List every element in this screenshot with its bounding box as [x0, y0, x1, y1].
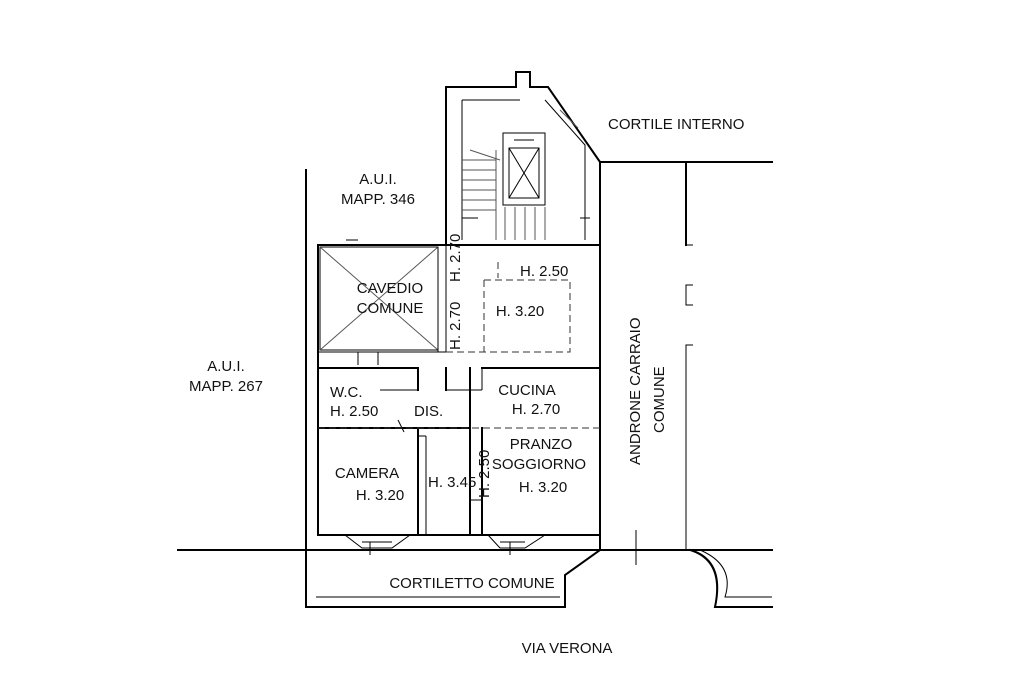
label-cavedio-name: CAVEDIO	[357, 280, 423, 297]
label-aui-267-title: A.U.I.	[207, 358, 245, 375]
label-cortiletto-comune: CORTILETTO COMUNE	[389, 575, 554, 592]
label-pranzo-height: H. 3.20	[519, 479, 567, 496]
street-edge	[177, 548, 773, 608]
label-corridor-height-vertical: H. 2.50	[476, 450, 493, 498]
dashed-boundaries	[318, 262, 600, 429]
room-labels: CORTILE INTERNO A.U.I. MAPP. 346 A.U.I. …	[189, 116, 744, 657]
label-camera-height: H. 3.20	[356, 487, 404, 504]
label-wc-name: W.C.	[330, 384, 363, 401]
label-androne-carraio: ANDRONE CARRAIO	[627, 317, 644, 465]
label-ingresso-height: H. 3.20	[496, 303, 544, 320]
label-landing-height-lower: H. 2.70	[447, 302, 464, 350]
label-aui-346-mapp: MAPP. 346	[341, 191, 415, 208]
label-aui-346-title: A.U.I.	[359, 171, 397, 188]
label-cortile-interno: CORTILE INTERNO	[608, 116, 744, 133]
label-soggiorno-name: SOGGIORNO	[492, 456, 586, 473]
label-via-verona: VIA VERONA	[522, 640, 613, 657]
label-soppalco-height: H. 2.50	[520, 263, 568, 280]
label-cucina-height: H. 2.70	[512, 401, 560, 418]
androne-carraio	[599, 161, 773, 565]
label-dis-name: DIS.	[414, 403, 443, 420]
label-androne-comune: COMUNE	[651, 366, 668, 433]
label-aui-267-mapp: MAPP. 267	[189, 378, 263, 395]
staircase	[462, 149, 546, 240]
label-cavedio-comune: COMUNE	[357, 300, 424, 317]
label-pranzo-name: PRANZO	[510, 436, 573, 453]
label-camera-name: CAMERA	[335, 465, 399, 482]
lift-shaft	[502, 132, 546, 206]
label-corridor-height: H. 3.45	[428, 474, 476, 491]
label-cucina-name: CUCINA	[498, 382, 556, 399]
stairwell-block	[445, 71, 601, 246]
label-wc-height: H. 2.50	[330, 403, 378, 420]
label-landing-height-upper: H. 2.70	[447, 234, 464, 282]
